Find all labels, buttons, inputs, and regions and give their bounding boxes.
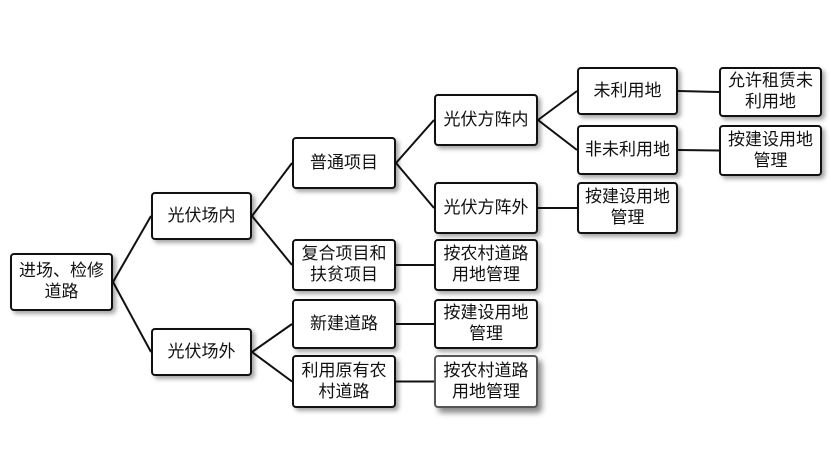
connector-line bbox=[112, 281, 152, 353]
node-existing-rural-road: 利用原有农 村道路 bbox=[292, 355, 396, 408]
node-pv-array-inside: 光伏方阵内 bbox=[434, 94, 538, 146]
node-composite-poverty-project: 复合项目和 扶贫项目 bbox=[292, 239, 396, 291]
node-ordinary-project: 普通项目 bbox=[292, 137, 396, 189]
connector-line bbox=[251, 215, 293, 266]
connector-line bbox=[112, 215, 152, 283]
connector-line bbox=[677, 149, 720, 152]
node-lease-unused-land: 允许租赁未 利用地 bbox=[719, 67, 822, 117]
connector-line bbox=[677, 90, 720, 93]
node-construction-land-management-3: 按建设用地 管理 bbox=[719, 125, 822, 176]
connector-line bbox=[395, 162, 435, 209]
node-unused-land: 未利用地 bbox=[577, 67, 678, 115]
node-new-road: 新建道路 bbox=[292, 299, 396, 349]
node-construction-land-management-1: 按建设用地 管理 bbox=[577, 182, 678, 234]
connector-line bbox=[395, 119, 435, 164]
connector-line bbox=[251, 162, 293, 217]
node-pv-plant-inside: 光伏场内 bbox=[151, 192, 252, 240]
connector-line bbox=[251, 323, 293, 353]
node-construction-land-management-2: 按建设用地 管理 bbox=[434, 299, 538, 349]
node-entry-maintenance-road: 进场、检修 道路 bbox=[10, 253, 113, 311]
connector-line bbox=[537, 90, 578, 121]
node-pv-array-outside: 光伏方阵外 bbox=[434, 182, 538, 234]
connector-line bbox=[537, 119, 578, 151]
node-non-unused-land: 非未利用地 bbox=[577, 125, 678, 175]
node-pv-plant-outside: 光伏场外 bbox=[151, 328, 252, 376]
connector-line bbox=[251, 351, 293, 383]
node-rural-road-land-management-2: 按农村道路 用地管理 bbox=[434, 355, 538, 408]
node-rural-road-land-management-1: 按农村道路 用地管理 bbox=[434, 239, 538, 291]
